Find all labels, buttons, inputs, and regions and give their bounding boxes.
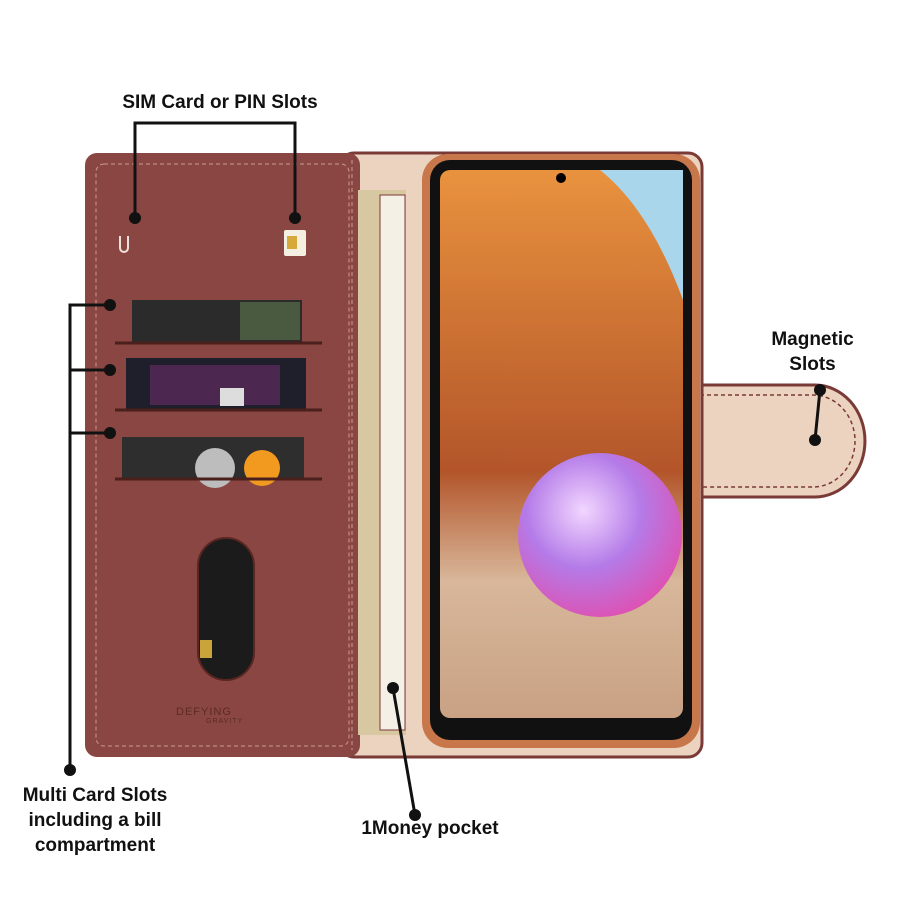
multi-card-slots-label: Multi Card Slots including a bill compar… <box>22 785 168 856</box>
money-pocket-label: 1Money pocket <box>361 818 499 839</box>
pin-slot-icon <box>119 236 129 253</box>
left-flap <box>85 153 360 757</box>
sim-slots-label: SIM Card or PIN Slots <box>122 92 318 113</box>
magnetic-strap <box>688 383 867 499</box>
card-slot-2 <box>115 358 322 412</box>
id-window <box>197 537 255 681</box>
phone <box>422 154 700 748</box>
money-pocket <box>358 190 406 735</box>
camera-icon <box>556 173 566 183</box>
card-slot-1 <box>115 300 322 345</box>
magnetic-slots-label: Magnetic Slots <box>771 329 854 375</box>
phone-screen <box>440 170 683 718</box>
card-slot-3 <box>115 437 322 488</box>
annotation-lines <box>68 121 822 816</box>
brand-logo: DEFYING GRAVITY <box>176 706 244 725</box>
annotation-dots <box>64 212 826 821</box>
